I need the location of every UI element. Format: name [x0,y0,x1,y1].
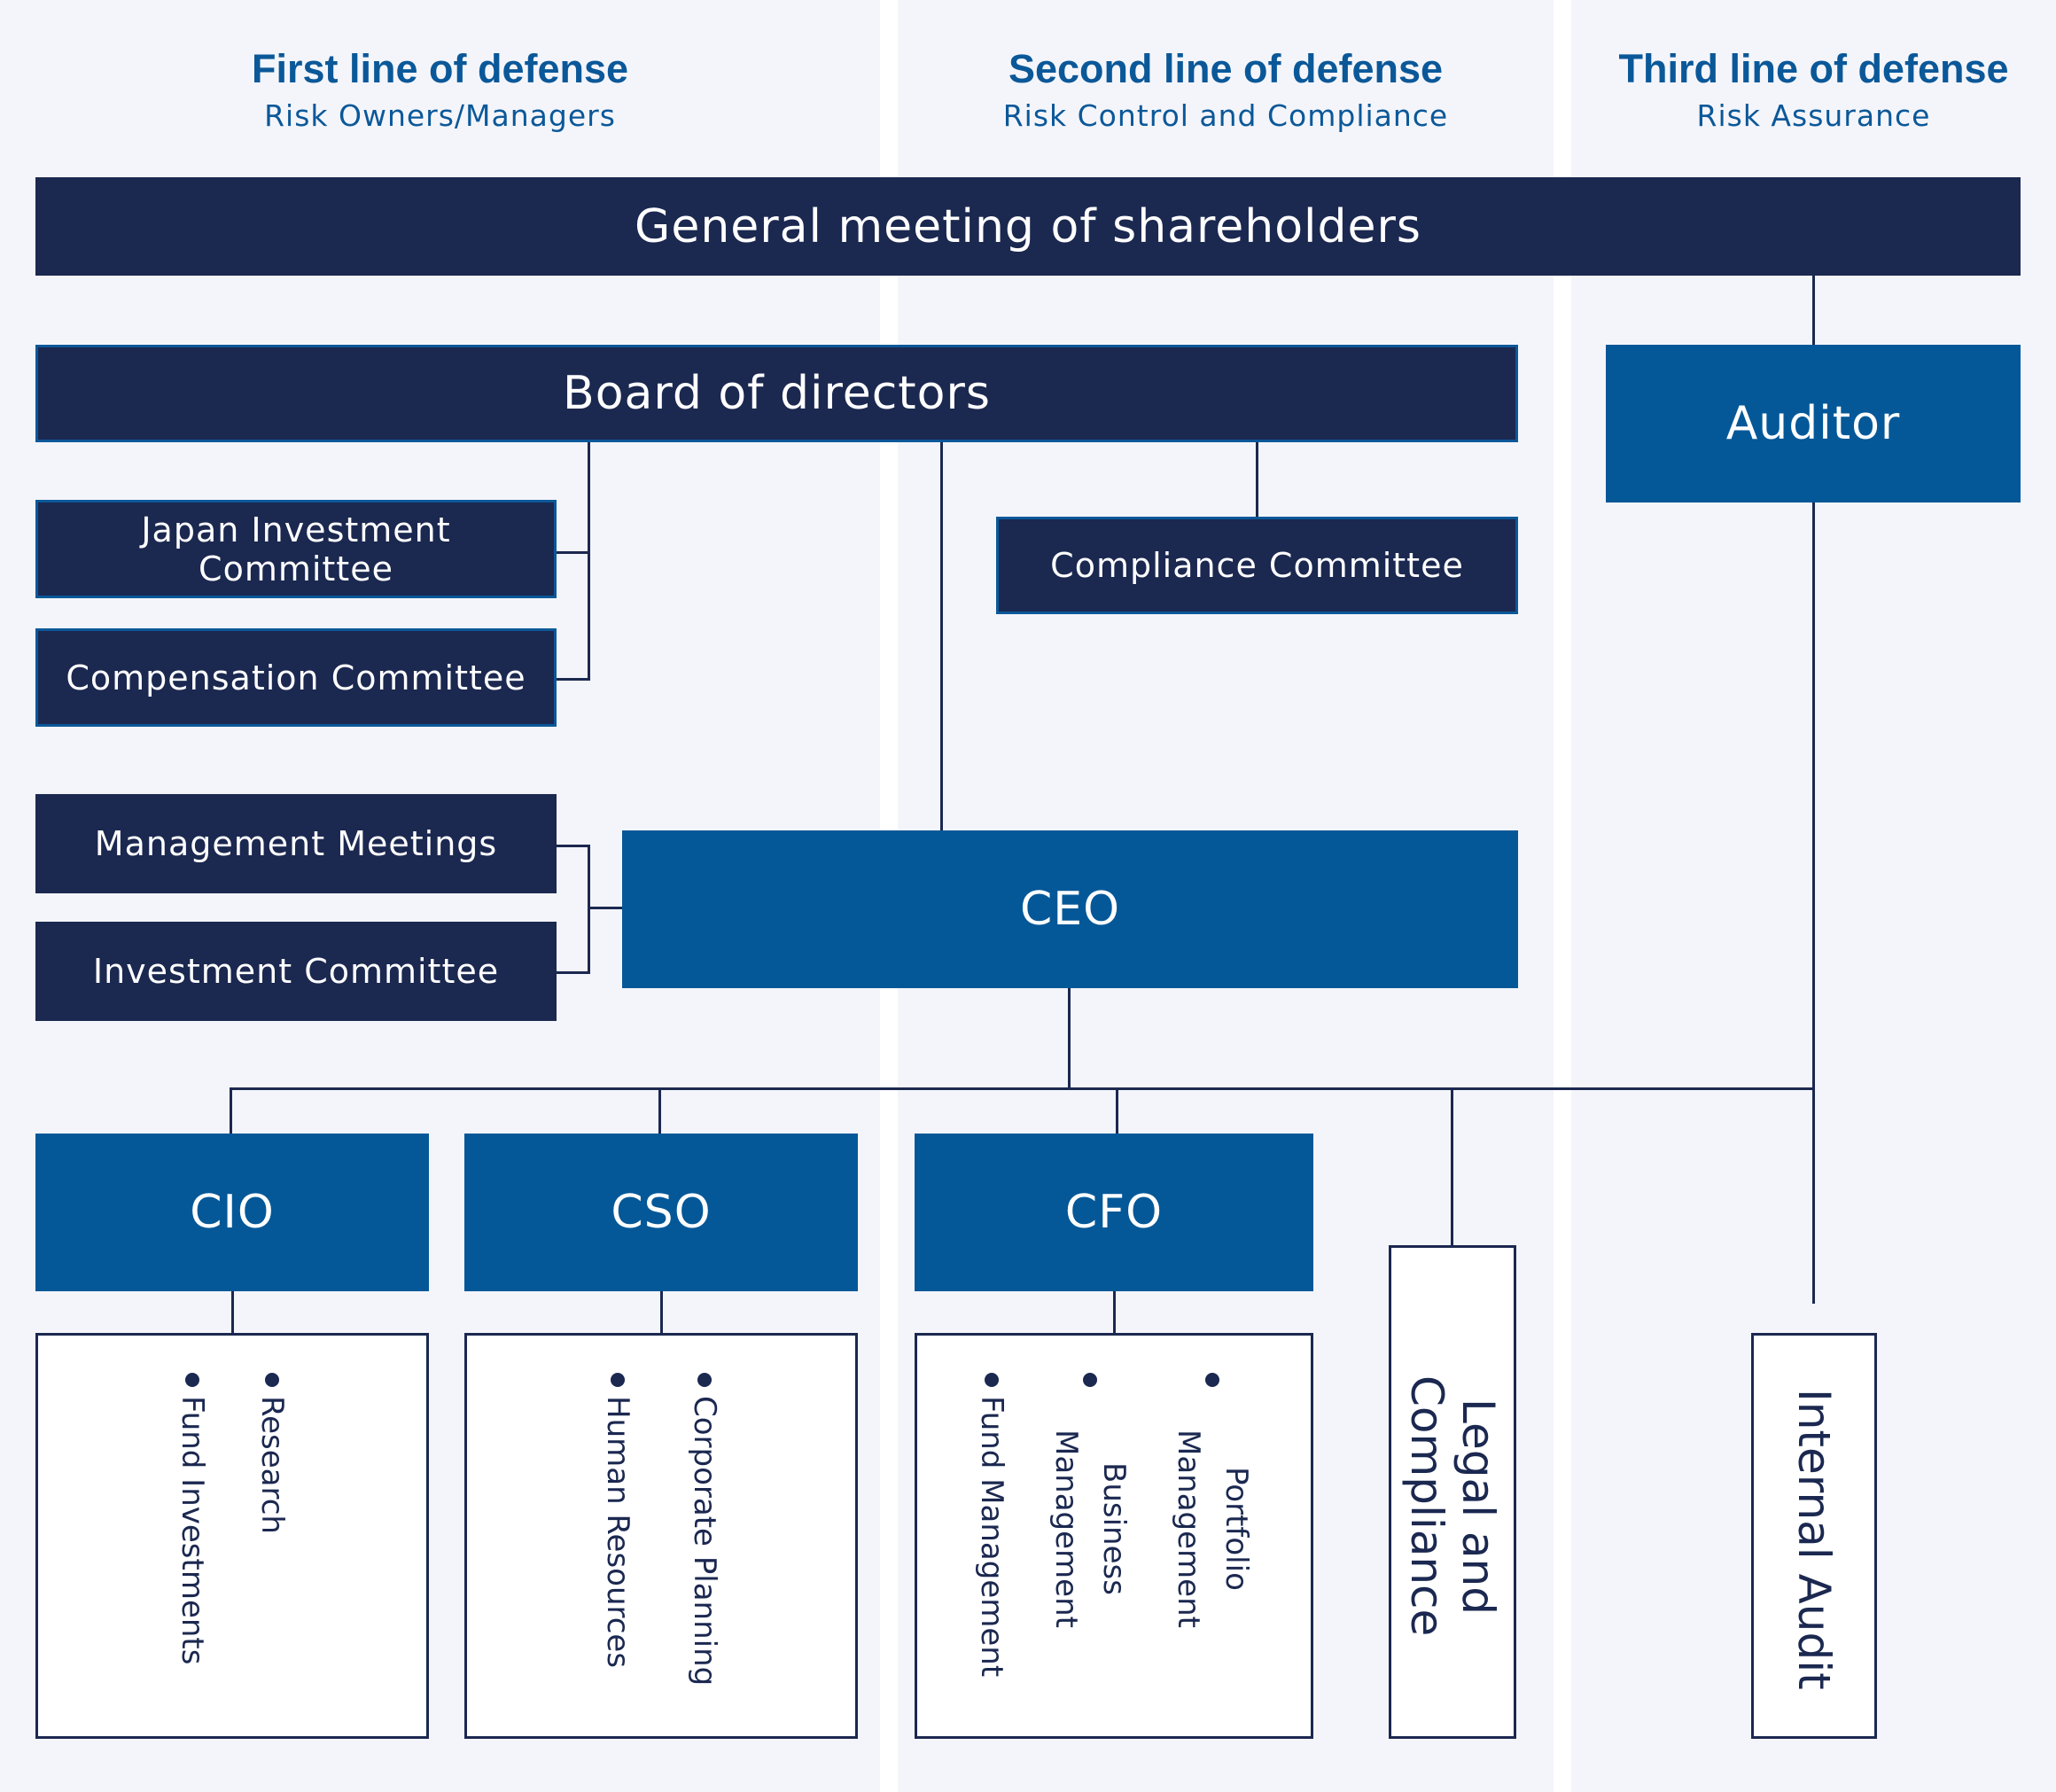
third-line-subtitle: Risk Assurance [1696,98,1931,133]
connector-auditor-down [1812,503,1815,1304]
third-line-header: Third line of defense Risk Assurance [1571,44,2056,138]
bullet-icon [985,1373,999,1387]
connector-cso-depts [660,1291,663,1334]
bullet-icon [265,1373,279,1387]
bullet-icon [1083,1373,1097,1387]
management-meetings-label: Management Meetings [94,824,498,863]
connector-board-ceo [940,440,943,830]
connector-meetings-ceo [588,907,623,909]
cso-departments-box: Corporate Planning Human Resources [464,1333,858,1739]
connector-shareholders-auditor [1812,276,1815,347]
cfo-dept-3: Fund Management [968,1373,1016,1677]
japan-investment-committee-label: Japan Investment Committee [141,510,451,588]
compensation-committee-box: Compensation Committee [35,628,557,727]
cfo-dept-1: Portfolio Management [1164,1373,1260,1677]
cio-dept-2-label: Fund Investments [175,1396,210,1665]
connector-board-compliance [1256,440,1258,517]
cso-dept-1-label: Corporate Planning [687,1396,722,1687]
investment-committee-label: Investment Committee [92,952,500,991]
compliance-committee-label: Compliance Committee [1050,546,1464,585]
cio-dept-1: Research [248,1373,296,1664]
auditor-label: Auditor [1725,397,1901,450]
investment-committee-box: Investment Committee [35,922,557,1021]
cso-label: CSO [611,1186,712,1239]
board-box: Board of directors [35,345,1518,442]
connector-compensation-committee [555,678,590,681]
second-line-header: Second line of defense Risk Control and … [898,44,1554,138]
connector-meetings-bracket [588,845,590,974]
connector-investment-committee [555,971,590,974]
cfo-dept-2-label: Business Management [1048,1430,1132,1628]
second-line-subtitle: Risk Control and Compliance [1002,98,1449,133]
connector-horizontal-bus [230,1087,1815,1090]
connector-bus-cfo [1116,1087,1118,1134]
legal-compliance-box: Legal and Compliance [1389,1245,1516,1739]
first-line-subtitle: Risk Owners/Managers [264,98,616,133]
first-line-title: First line of defense [251,46,629,91]
cio-dept-1-label: Research [254,1396,290,1534]
compliance-committee-box: Compliance Committee [996,517,1518,614]
cfo-departments-box: Portfolio Management Business Management… [915,1333,1313,1739]
cio-box: CIO [35,1134,429,1291]
connector-ceo-down [1068,988,1071,1090]
cio-departments-box: Research Fund Investments [35,1333,429,1739]
compensation-committee-label: Compensation Committee [66,658,526,697]
cfo-dept-1-label: Portfolio Management [1171,1430,1254,1628]
cio-label: CIO [190,1186,275,1239]
board-label: Board of directors [563,367,991,420]
cfo-box: CFO [915,1134,1313,1291]
legal-compliance-label: Legal and Compliance [1401,1375,1504,1637]
connector-board-committees [588,440,590,680]
cso-dept-2: Human Resources [594,1373,642,1686]
ceo-box: CEO [622,830,1518,988]
bullet-icon [1205,1373,1219,1387]
shareholders-box: General meeting of shareholders [35,177,2021,276]
connector-mgmt-meetings [555,845,590,847]
internal-audit-label: Internal Audit [1788,1389,1840,1690]
cso-dept-2-label: Human Resources [600,1396,635,1669]
connector-cfo-depts [1113,1291,1116,1334]
bullet-icon [611,1373,625,1387]
auditor-box: Auditor [1606,345,2021,503]
internal-audit-box: Internal Audit [1751,1333,1877,1739]
cso-dept-1: Corporate Planning [681,1373,728,1686]
connector-bus-legal [1451,1087,1453,1245]
shareholders-label: General meeting of shareholders [635,199,1421,253]
third-line-title: Third line of defense [1618,46,2009,91]
cio-dept-2: Fund Investments [168,1373,216,1664]
connector-cio-depts [231,1291,234,1334]
management-meetings-box: Management Meetings [35,794,557,893]
cfo-dept-3-label: Fund Management [974,1396,1009,1678]
second-line-title: Second line of defense [1008,46,1444,91]
connector-bus-cso [658,1087,661,1134]
cfo-label: CFO [1064,1186,1164,1239]
cfo-dept-2: Business Management [1042,1373,1138,1677]
bullet-icon [697,1373,712,1387]
first-line-header: First line of defense Risk Owners/Manage… [0,44,880,138]
cso-box: CSO [464,1134,858,1291]
ceo-label: CEO [1019,883,1121,936]
connector-japan-committee [555,551,590,554]
connector-bus-cio [230,1087,232,1134]
bullet-icon [185,1373,199,1387]
japan-investment-committee-box: Japan Investment Committee [35,500,557,598]
